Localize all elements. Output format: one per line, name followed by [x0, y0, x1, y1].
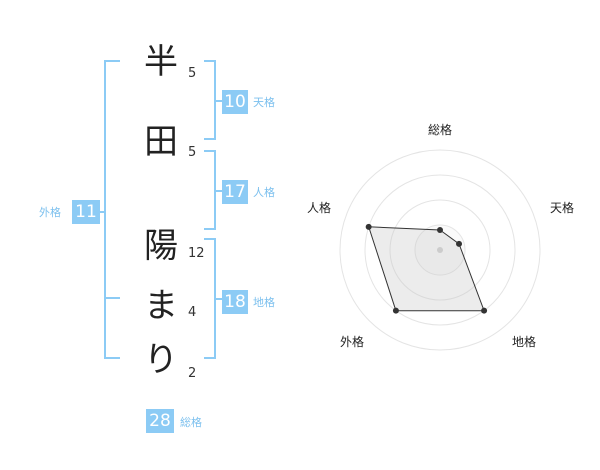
chikaku-bracket-link [214, 298, 222, 300]
tenkaku-value: 10 [222, 90, 248, 114]
chikaku-value: 18 [222, 290, 248, 314]
jinkaku-bracket-bottom [204, 228, 216, 230]
radar-axis-soukaku: 総格 [428, 122, 452, 137]
gaikaku-label: 外格 [39, 206, 61, 219]
radar-center-dot [437, 247, 443, 253]
chikaku-label: 地格 [253, 296, 275, 309]
name-char-5: り [144, 340, 178, 380]
radar-point-0 [437, 227, 443, 233]
soukaku-label: 総格 [180, 416, 202, 429]
name-char-4: ま [144, 286, 178, 326]
chikaku-bracket-top [204, 238, 216, 240]
radar-axis-jinkaku: 人格 [307, 200, 331, 215]
stroke-count-2: 5 [188, 145, 197, 160]
gaikaku-bracket-bottom [104, 357, 120, 359]
radar-point-4 [365, 223, 372, 230]
radar-axis-chikaku: 地格 [512, 334, 536, 349]
name-char-3: 陽 [144, 226, 178, 266]
gaikaku-value: 11 [72, 200, 100, 224]
tenkaku-bracket-top [204, 60, 216, 62]
radar-axis-tenkaku: 天格 [550, 200, 574, 215]
radar-point-1 [456, 240, 463, 247]
stroke-count-5: 2 [188, 366, 197, 381]
radar-ring-2 [389, 199, 491, 301]
stroke-count-3: 12 [188, 246, 205, 261]
tenkaku-bracket-bottom [204, 138, 216, 140]
tenkaku-bracket-link [214, 100, 222, 102]
tenkaku-label: 天格 [253, 96, 275, 109]
radar-ring-3 [364, 174, 516, 326]
name-char-1: 半 [144, 42, 178, 82]
chikaku-bracket-bottom [204, 357, 216, 359]
soukaku-value: 28 [146, 409, 174, 433]
radar-polygon [368, 226, 485, 312]
radar-points [365, 223, 488, 314]
stroke-count-4: 4 [188, 305, 197, 320]
radar-point-2 [481, 307, 488, 314]
jinkaku-value: 17 [222, 180, 248, 204]
radar-point-3 [392, 307, 399, 314]
stroke-count-1: 5 [188, 66, 197, 81]
jinkaku-bracket-top [204, 150, 216, 152]
jinkaku-bracket-link [214, 190, 222, 192]
gaikaku-bracket-mid [104, 297, 120, 299]
radar-ring-4 [339, 149, 541, 351]
gaikaku-bracket-top [104, 60, 120, 62]
gaikaku-bracket [104, 60, 106, 359]
name-char-2: 田 [144, 122, 178, 162]
jinkaku-label: 人格 [253, 186, 275, 199]
radar-axis-gaikaku: 外格 [340, 334, 364, 349]
